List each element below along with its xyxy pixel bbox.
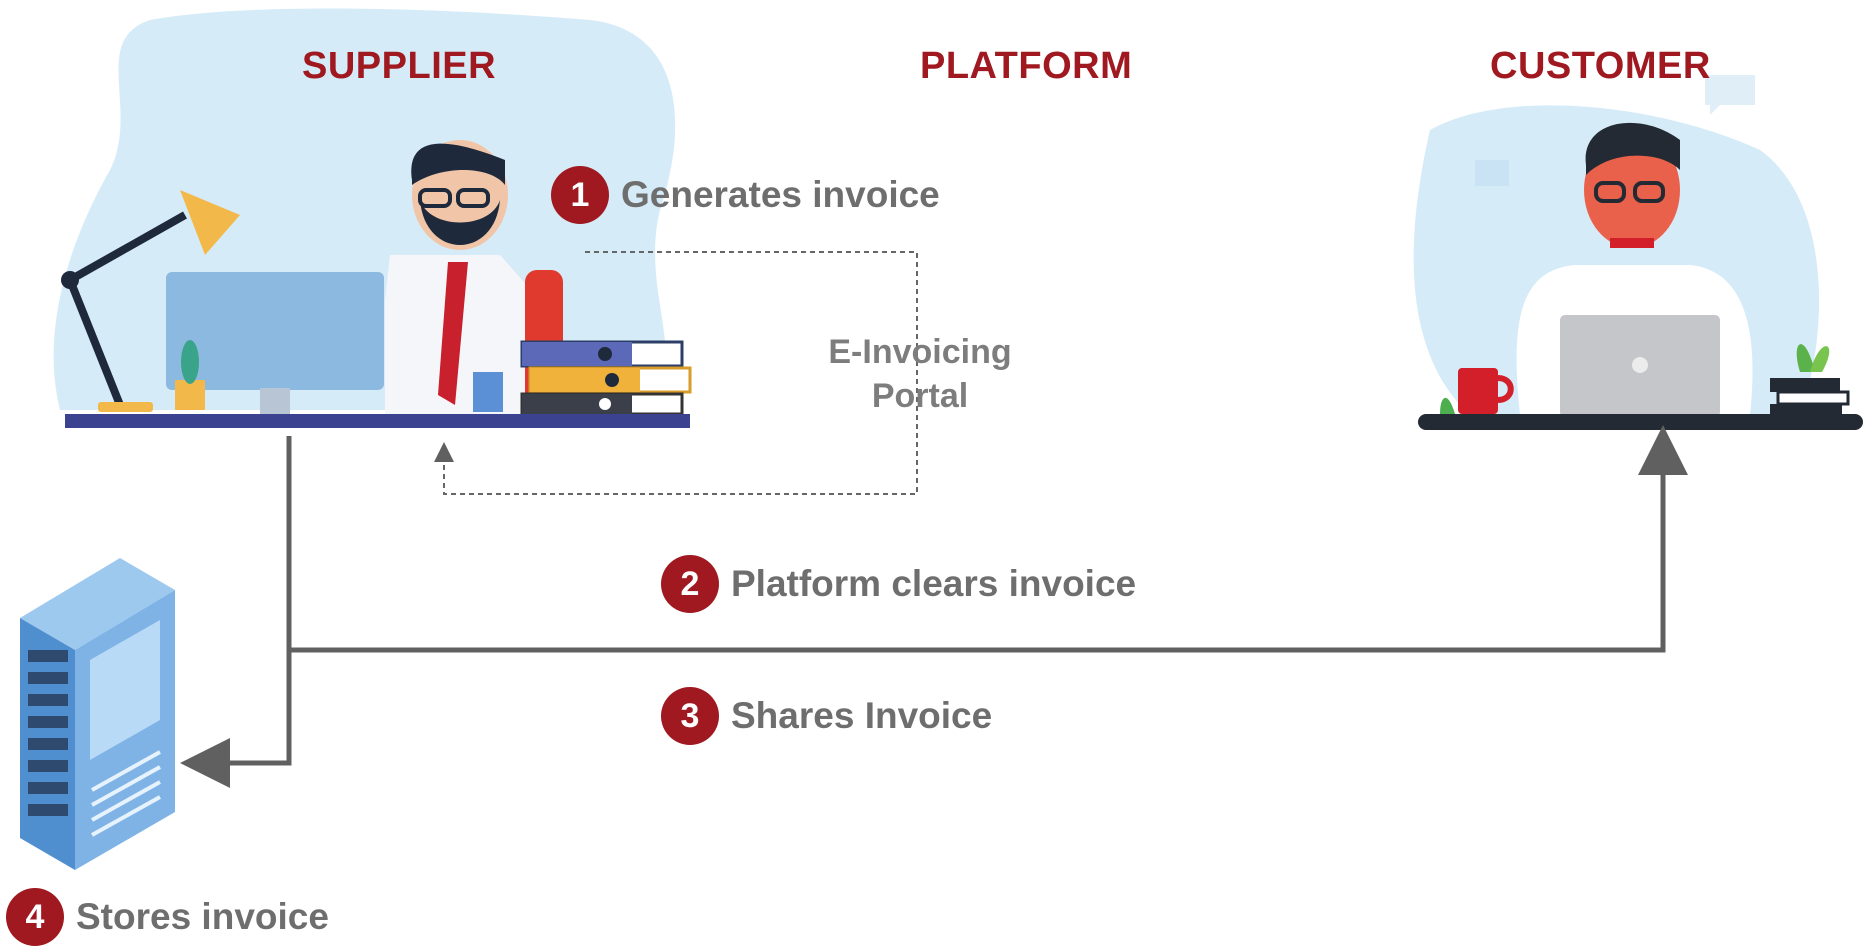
step-2: 2 Platform clears invoice	[661, 555, 1136, 613]
step-4: 4 Stores invoice	[6, 888, 329, 946]
step-1: 1 Generates invoice	[551, 166, 940, 224]
supplier-to-customer-arrow	[289, 425, 1688, 653]
heading-customer: CUSTOMER	[1490, 45, 1711, 87]
supplier-illustration	[61, 140, 692, 428]
portal-label-line1: E-Invoicing	[828, 333, 1012, 371]
step-2-number-badge: 2	[661, 555, 719, 613]
supplier-to-storage-arrow	[180, 436, 292, 788]
e-invoicing-portal-label: E-Invoicing Portal	[790, 330, 1050, 418]
heading-supplier: SUPPLIER	[302, 45, 497, 87]
step-3-label: Shares Invoice	[731, 695, 993, 736]
step-4-number-badge: 4	[6, 888, 64, 946]
heading-platform: PLATFORM	[920, 45, 1133, 87]
step-3-number-badge: 3	[661, 687, 719, 745]
server-rack-illustration	[20, 558, 175, 870]
step-4-label: Stores invoice	[76, 896, 329, 937]
step-2-label: Platform clears invoice	[731, 563, 1137, 604]
portal-label-line2: Portal	[871, 377, 969, 415]
customer-illustration	[1418, 75, 1863, 430]
step-1-label: Generates invoice	[621, 174, 940, 215]
step-3: 3 Shares Invoice	[661, 687, 992, 745]
step-1-number-badge: 1	[551, 166, 609, 224]
